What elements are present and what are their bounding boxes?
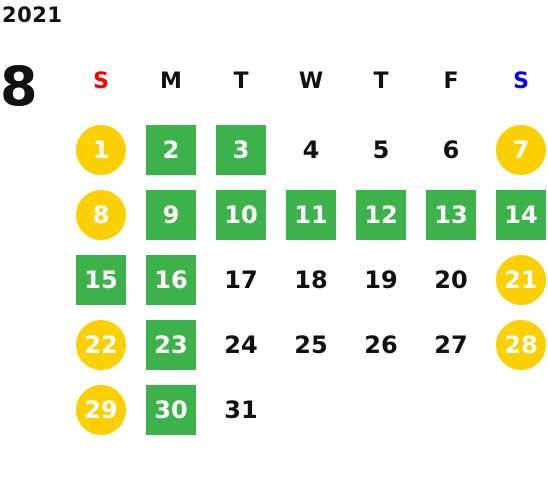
day-cell[interactable]: 5 [372, 136, 390, 164]
day-cell[interactable]: 10 [216, 190, 266, 240]
day-cell[interactable]: 6 [442, 136, 460, 164]
day-cell[interactable]: 3 [216, 125, 266, 175]
weekday-label: S [513, 69, 529, 94]
day-cell[interactable]: 15 [76, 255, 126, 305]
day-cell[interactable]: 13 [426, 190, 476, 240]
day-cell[interactable]: 20 [434, 266, 468, 294]
day-cell[interactable]: 16 [146, 255, 196, 305]
day-cell[interactable]: 1 [76, 125, 126, 175]
weekday-label: T [373, 69, 389, 94]
day-cell[interactable]: 23 [146, 320, 196, 370]
month-number: 8 [0, 55, 38, 118]
day-cell[interactable]: 22 [76, 320, 126, 370]
day-cell[interactable]: 31 [224, 396, 258, 424]
year-label: 2021 [2, 3, 63, 27]
day-cell[interactable]: 9 [146, 190, 196, 240]
day-cell[interactable]: 8 [76, 190, 126, 240]
weekday-label: W [298, 69, 324, 94]
day-cell[interactable]: 21 [496, 255, 546, 305]
day-cell[interactable]: 26 [364, 331, 398, 359]
weekday-label: T [233, 69, 249, 94]
day-cell[interactable]: 27 [434, 331, 468, 359]
weekday-label: S [93, 69, 109, 94]
day-cell[interactable]: 29 [76, 385, 126, 435]
day-cell[interactable]: 24 [224, 331, 258, 359]
day-cell[interactable]: 14 [496, 190, 546, 240]
day-cell[interactable]: 28 [496, 320, 546, 370]
day-cell[interactable]: 25 [294, 331, 328, 359]
day-cell[interactable]: 11 [286, 190, 336, 240]
day-cell[interactable]: 19 [364, 266, 398, 294]
day-cell[interactable]: 30 [146, 385, 196, 435]
weekday-label: F [443, 69, 459, 94]
day-cell[interactable]: 18 [294, 266, 328, 294]
day-cell[interactable]: 12 [356, 190, 406, 240]
day-cell[interactable]: 4 [302, 136, 320, 164]
weekday-label: M [160, 69, 182, 94]
day-cell[interactable]: 7 [496, 125, 546, 175]
day-cell[interactable]: 2 [146, 125, 196, 175]
day-cell[interactable]: 17 [224, 266, 258, 294]
